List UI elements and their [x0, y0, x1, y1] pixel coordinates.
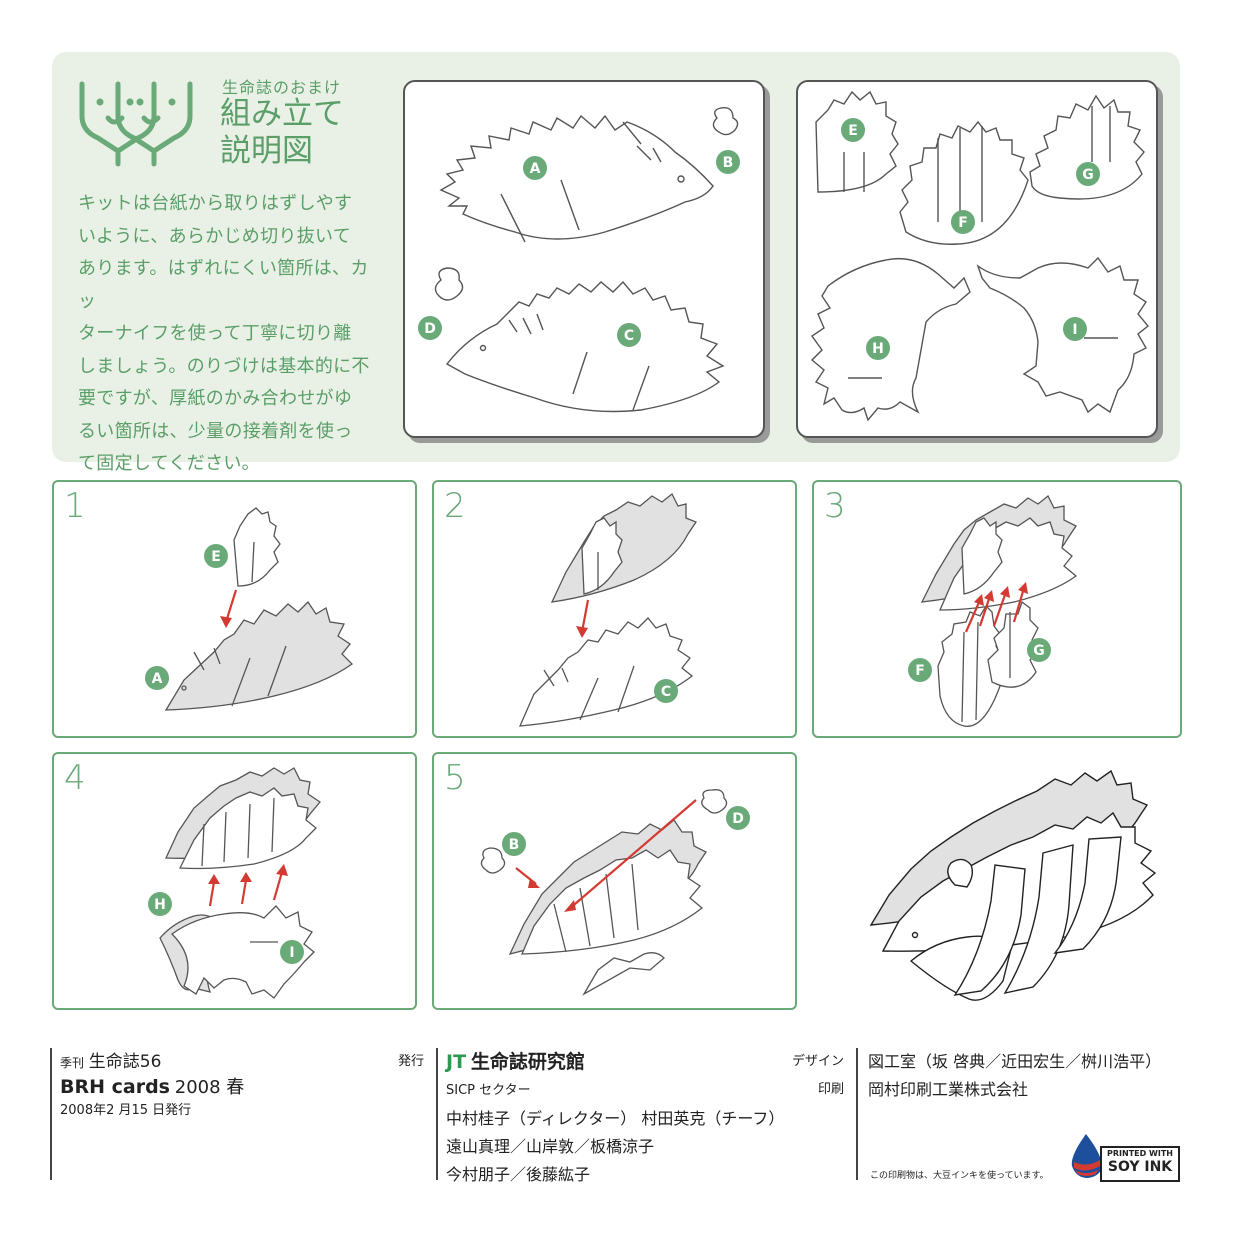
hedgehog-logo-icon: [79, 81, 193, 167]
step-4-panel: 4 H I: [52, 752, 417, 1010]
part-label-g: G: [1082, 167, 1094, 183]
intro-line: て固定してください。: [78, 453, 260, 474]
step1-label-a: A: [152, 671, 163, 687]
brh-cards-label: BRH cards: [60, 1076, 170, 1098]
title-line-1: 組み立て: [220, 96, 344, 132]
intro-text: キットは台紙から取りはずしやす いように、あらかじめ切り抜いて あります。はずれ…: [78, 188, 374, 481]
intro-line: ターナイフを使って丁寧に切り離: [78, 323, 352, 344]
series-label: 生命誌のおまけ: [222, 78, 342, 97]
staff-line-3: 今村朋子／後藤紘子: [446, 1165, 591, 1184]
soy-ink-label: SOY INK: [1107, 1159, 1173, 1175]
season-label: 2008 春: [174, 1077, 245, 1098]
part-label-a: A: [530, 161, 541, 177]
staff-line-2: 遠山真理／山岸敦／板橋涼子: [446, 1137, 655, 1156]
part-labels: A B C D: [418, 150, 740, 347]
parts-sheet-2-drawing: E F G H I: [810, 90, 1149, 422]
part-label-f-badge: [951, 210, 975, 234]
part-label-c: C: [624, 328, 634, 344]
step-number: 1: [64, 486, 86, 526]
printed-with-label: PRINTED WITH: [1107, 1149, 1173, 1158]
step5-label-d: D: [732, 811, 744, 827]
part-label-h-badge: [866, 336, 890, 360]
print-label: 印刷: [817, 1082, 844, 1097]
step4-label-h: H: [154, 897, 166, 913]
part-label-b-badge: [716, 150, 740, 174]
magazine-name: 生命誌56: [88, 1052, 162, 1072]
design-name: 図工室（坂 啓典／近田宏生／桝川浩平）: [868, 1052, 1162, 1071]
magazine-line: 季刊 生命誌56: [60, 1048, 244, 1077]
intro-line: しましょう。のりづけは基本的に不: [78, 355, 370, 377]
parts-sheet-1: A B C D: [403, 80, 765, 438]
intro-line: いように、あらかじめ切り抜いて: [78, 225, 352, 247]
step-3-panel: 3 F G: [812, 480, 1182, 738]
soy-ink-logo: PRINTED WITH SOY INK: [1066, 1132, 1180, 1182]
part-label-b: B: [723, 155, 734, 171]
part-label-i: I: [1072, 322, 1077, 338]
publisher-label: 発行: [398, 1054, 425, 1069]
publisher-line: JT 生命誌研究館: [446, 1048, 784, 1077]
credits-info: 図工室（坂 啓典／近田宏生／桝川浩平） 岡村印刷工業株式会社: [868, 1048, 1161, 1104]
printer-name: 岡村印刷工業株式会社: [868, 1080, 1029, 1099]
step-number: 2: [444, 486, 466, 526]
step-number: 4: [64, 758, 86, 798]
step-number: 5: [444, 758, 466, 798]
issued-date: 2008年2 月15 日発行: [60, 1103, 192, 1118]
intro-line: るい箇所は、少量の接着剤を使っ: [78, 420, 353, 442]
step-3-drawing: F G: [908, 494, 1078, 727]
intro-line: 要ですが、厚紙のかみ合わせがゆ: [78, 388, 353, 409]
credits-labels: デザイン 印刷: [790, 1048, 844, 1104]
step3-label-f: F: [915, 663, 925, 679]
step-2-drawing: C: [518, 492, 697, 727]
step-5-panel: 5 B D: [432, 752, 797, 1010]
part-label-e: E: [848, 123, 858, 139]
finished-hedgehog-illustration: [869, 769, 1157, 1001]
step-4-drawing: H I: [148, 767, 321, 999]
page-title: 組み立て 説明図: [220, 96, 380, 170]
part-label-i-badge: [1063, 317, 1087, 341]
parts-sheet-2: E F G H I: [796, 80, 1158, 438]
footer-divider-left: [50, 1048, 52, 1180]
step5-label-b: B: [509, 837, 520, 853]
part-label-d-badge: [418, 316, 442, 340]
intro-line: キットは台紙から取りはずしやす: [78, 193, 353, 214]
step3-label-g: G: [1033, 643, 1045, 659]
part-label-g-badge: [1076, 162, 1100, 186]
step-1-drawing: E A: [145, 507, 354, 711]
part-label-e-badge: [841, 118, 865, 142]
step-2-panel: 2 C: [432, 480, 797, 738]
footer-divider-right: [856, 1048, 858, 1180]
part-label-a-badge: [523, 156, 547, 180]
part-labels-2: E F G H I: [841, 118, 1100, 360]
step4-label-i: I: [289, 945, 294, 961]
title-line-2: 説明図: [220, 133, 313, 169]
part-label-c-badge: [617, 323, 641, 347]
part-label-d: D: [424, 321, 436, 337]
sicp-sector: SICP セクター: [446, 1083, 531, 1098]
publisher-name: 生命誌研究館: [470, 1051, 585, 1073]
brh-line: BRH cards 2008 春: [60, 1073, 244, 1102]
soy-ink-drop-icon: [1071, 1134, 1102, 1178]
publisher-info: JT 生命誌研究館 SICP セクター 中村桂子（ディレクター） 村田英克（チー…: [446, 1048, 784, 1189]
footer-divider-mid: [436, 1048, 438, 1180]
design-label: デザイン: [791, 1054, 844, 1069]
parts-sheet-1-drawing: A B C D: [418, 107, 740, 413]
part-label-f: F: [958, 215, 968, 231]
step-number: 3: [824, 486, 846, 526]
step-1-panel: 1 E A: [52, 480, 417, 738]
soy-ink-box: PRINTED WITH SOY INK: [1100, 1146, 1180, 1182]
soy-ink-note: この印刷物は、大豆インキを使っています。: [870, 1171, 1049, 1181]
quarterly-label: 季刊: [60, 1056, 85, 1070]
staff-line-1: 中村桂子（ディレクター） 村田英克（チーフ）: [446, 1109, 785, 1128]
step2-label-c: C: [661, 684, 671, 700]
part-label-h: H: [872, 341, 884, 357]
step-5-drawing: B D: [480, 789, 750, 996]
jt-logo: JT: [446, 1051, 467, 1073]
intro-line: あります。はずれにくい箇所は、カッ: [78, 258, 369, 312]
magazine-info: 季刊 生命誌56 BRH cards 2008 春 2008年2 月15 日発行: [60, 1048, 244, 1120]
step1-label-e: E: [211, 549, 221, 565]
